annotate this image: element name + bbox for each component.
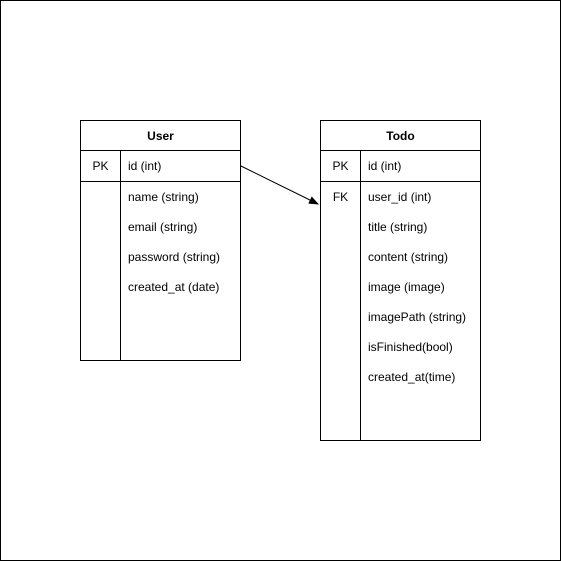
todo-field-title: title (string) [368,220,428,234]
todo-entity[interactable]: Todo PK id (int) FK user_id (int) title … [320,120,481,441]
todo-fk-field: user_id (int) [368,190,432,204]
user-pk-row[interactable]: PK id (int) [81,151,240,181]
user-field-row[interactable]: created_at (date) [81,272,240,302]
todo-field-row[interactable]: created_at(time) [321,362,480,392]
todo-entity-title: Todo [321,121,480,151]
todo-pk-field: id (int) [368,159,402,173]
user-field-row[interactable]: name (string) [81,182,240,212]
user-pk-label: PK [92,159,109,173]
user-entity[interactable]: User PK id (int) name (string) email (st… [80,120,241,361]
user-field-created-at: created_at (date) [128,280,220,294]
todo-field-row[interactable]: image (image) [321,272,480,302]
todo-field-content: content (string) [368,250,449,264]
user-field-password: password (string) [128,250,221,264]
todo-fk-label: FK [332,190,349,204]
user-pk-field: id (int) [128,159,162,173]
user-entity-title: User [81,121,240,151]
user-field-row[interactable]: email (string) [81,212,240,242]
todo-fk-row[interactable]: FK user_id (int) [321,182,480,212]
todo-pk-separator [321,181,480,182]
todo-field-image: image (image) [368,280,445,294]
user-key-column-divider [120,151,121,360]
user-field-row[interactable]: password (string) [81,242,240,272]
todo-field-image-path: imagePath (string) [368,310,467,324]
todo-field-created-at: created_at(time) [368,370,456,384]
todo-field-is-finished: isFinished(bool) [368,340,453,354]
todo-field-row[interactable]: title (string) [321,212,480,242]
user-field-email: email (string) [128,220,198,234]
todo-pk-label: PK [332,159,349,173]
todo-pk-row[interactable]: PK id (int) [321,151,480,181]
todo-field-row[interactable]: isFinished(bool) [321,332,480,362]
user-pk-separator [81,181,240,182]
user-field-name: name (string) [128,190,199,204]
todo-key-column-divider [360,151,361,440]
todo-field-row[interactable]: imagePath (string) [321,302,480,332]
todo-field-row[interactable]: content (string) [321,242,480,272]
